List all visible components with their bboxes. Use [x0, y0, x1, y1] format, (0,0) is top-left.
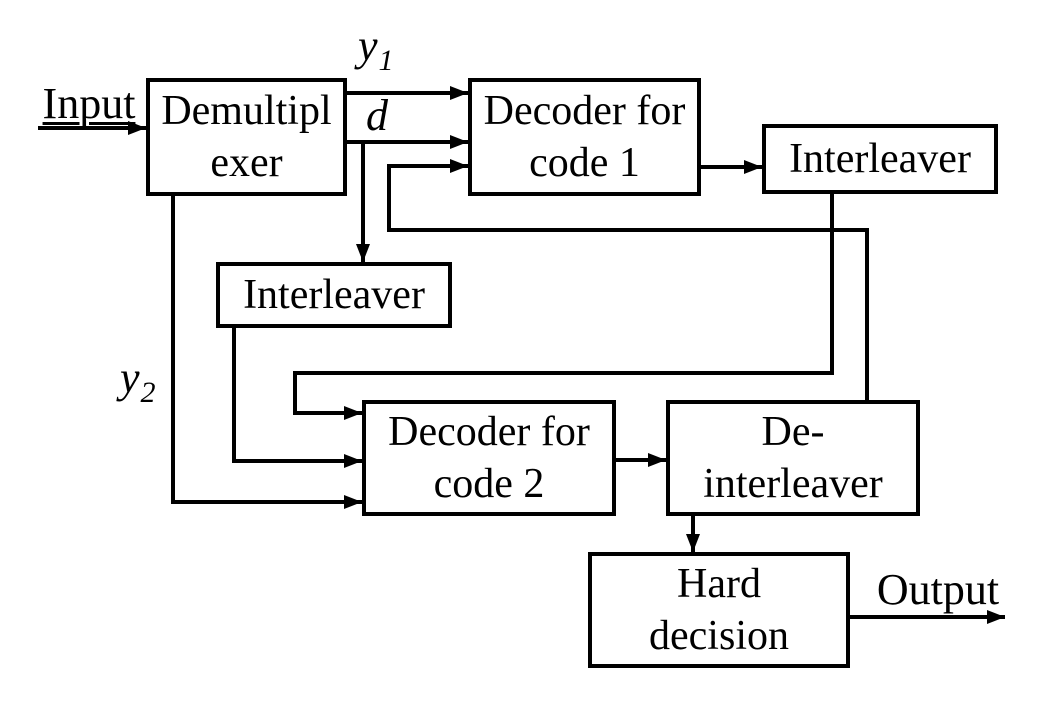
output-label: Output [876, 565, 1000, 614]
interleaver-top-label: Interleaver [789, 135, 971, 182]
deinterleaver-feedback-to-decoder1-arrow [387, 159, 869, 400]
y2-label: y 2 [120, 356, 156, 408]
hard-decision-label: Hard decision [649, 560, 789, 660]
deinterleaver-box: De- interleaver [666, 400, 920, 516]
y1-base: y [358, 21, 378, 70]
decoder-code1-label: Decoder for code 1 [483, 87, 686, 187]
deinterleaver-label: De- interleaver [703, 408, 883, 508]
y1-label: y 1 [358, 24, 394, 76]
interleaver-mid-label: Interleaver [243, 271, 425, 318]
decoder-code2-box: Decoder for code 2 [362, 400, 616, 516]
y1-subscript: 1 [378, 44, 394, 77]
input-label: Input [42, 79, 136, 128]
d-symbol: d [366, 91, 388, 140]
interleaver-mid-box: Interleaver [216, 262, 452, 328]
y2-subscript: 2 [140, 376, 156, 409]
interleaver-to-decoder2-arrow [293, 194, 834, 420]
hard-decision-box: Hard decision [588, 552, 850, 668]
demultiplexer-label: Demultipl exer [161, 87, 332, 187]
decoder-code1-box: Decoder for code 1 [468, 78, 701, 196]
decoder-code2-label: Decoder for code 2 [388, 408, 590, 508]
interleaver-top-box: Interleaver [762, 124, 998, 194]
mid-interleaver-to-decoder2-arrow [232, 328, 362, 468]
y2-base: y [120, 353, 140, 402]
y2-arrow [171, 195, 362, 509]
d-label: d [366, 94, 388, 138]
demultiplexer-box: Demultipl exer [146, 78, 347, 196]
